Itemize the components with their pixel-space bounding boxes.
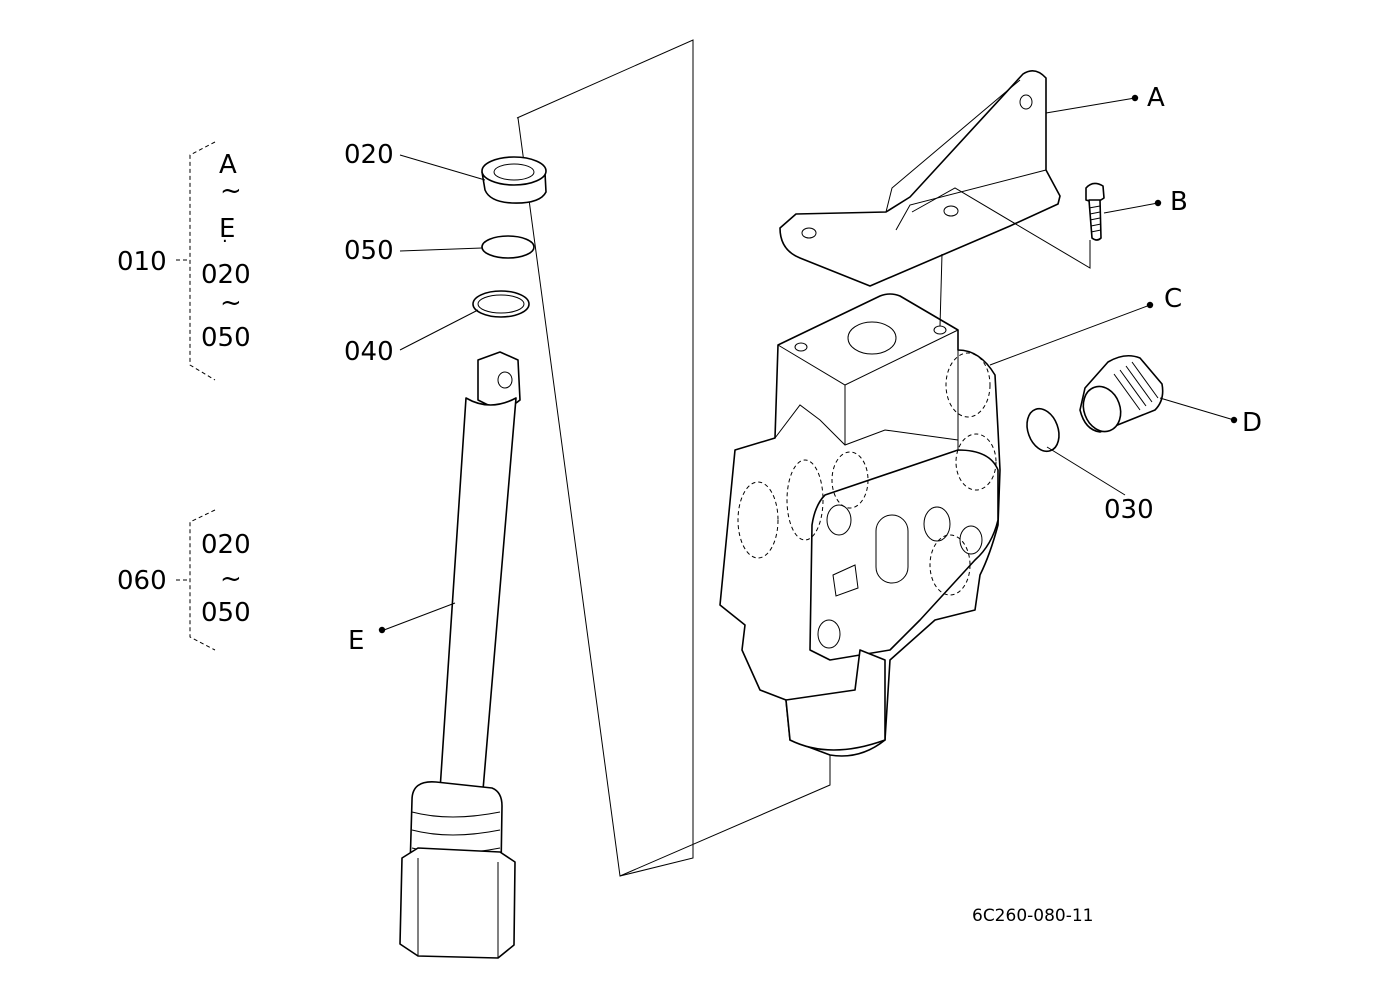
group-010-line-2: ~	[220, 176, 242, 206]
group-010-line-1: A	[219, 150, 237, 180]
part-E-spool	[399, 351, 521, 959]
callout-040: 040	[344, 337, 394, 367]
group-010-line-3: E	[219, 214, 236, 244]
group-label-060: 060	[117, 566, 167, 596]
group-010-line-6: ~	[220, 288, 242, 318]
part-040-ring	[472, 290, 530, 318]
drawing-code: 6C260-080-11	[972, 906, 1094, 926]
assembly-frame	[516, 39, 694, 877]
part-050-oring	[481, 235, 535, 259]
part-020-seal	[481, 156, 547, 204]
callout-A: A	[1147, 83, 1165, 113]
callout-B: B	[1170, 187, 1188, 217]
callout-C: C	[1164, 284, 1183, 314]
callout-D: D	[1242, 408, 1263, 438]
callout-020: 020	[344, 140, 394, 170]
group-010-line-5: 020	[201, 260, 251, 290]
group-label-010: 010	[117, 247, 167, 277]
callout-050: 050	[344, 236, 394, 266]
group-060-line-1: 020	[201, 530, 251, 560]
group-bracket-060	[176, 509, 216, 651]
assembly-frame-bottom	[619, 755, 831, 877]
part-A-bracket	[779, 70, 1091, 287]
group-060-line-3: 050	[201, 598, 251, 628]
part-030-oring	[1026, 407, 1060, 453]
part-C-valve-body	[719, 253, 1001, 757]
leader-lines	[378, 94, 1238, 634]
group-bracket-010	[176, 141, 216, 381]
group-010-line-7: 050	[201, 323, 251, 353]
part-B-bolt	[1085, 182, 1105, 241]
group-010-line-4: ·	[222, 231, 228, 252]
part-D-plug	[1079, 354, 1164, 433]
callout-030: 030	[1104, 495, 1154, 525]
group-060-line-2: ~	[220, 564, 242, 594]
callout-E: E	[348, 626, 365, 656]
